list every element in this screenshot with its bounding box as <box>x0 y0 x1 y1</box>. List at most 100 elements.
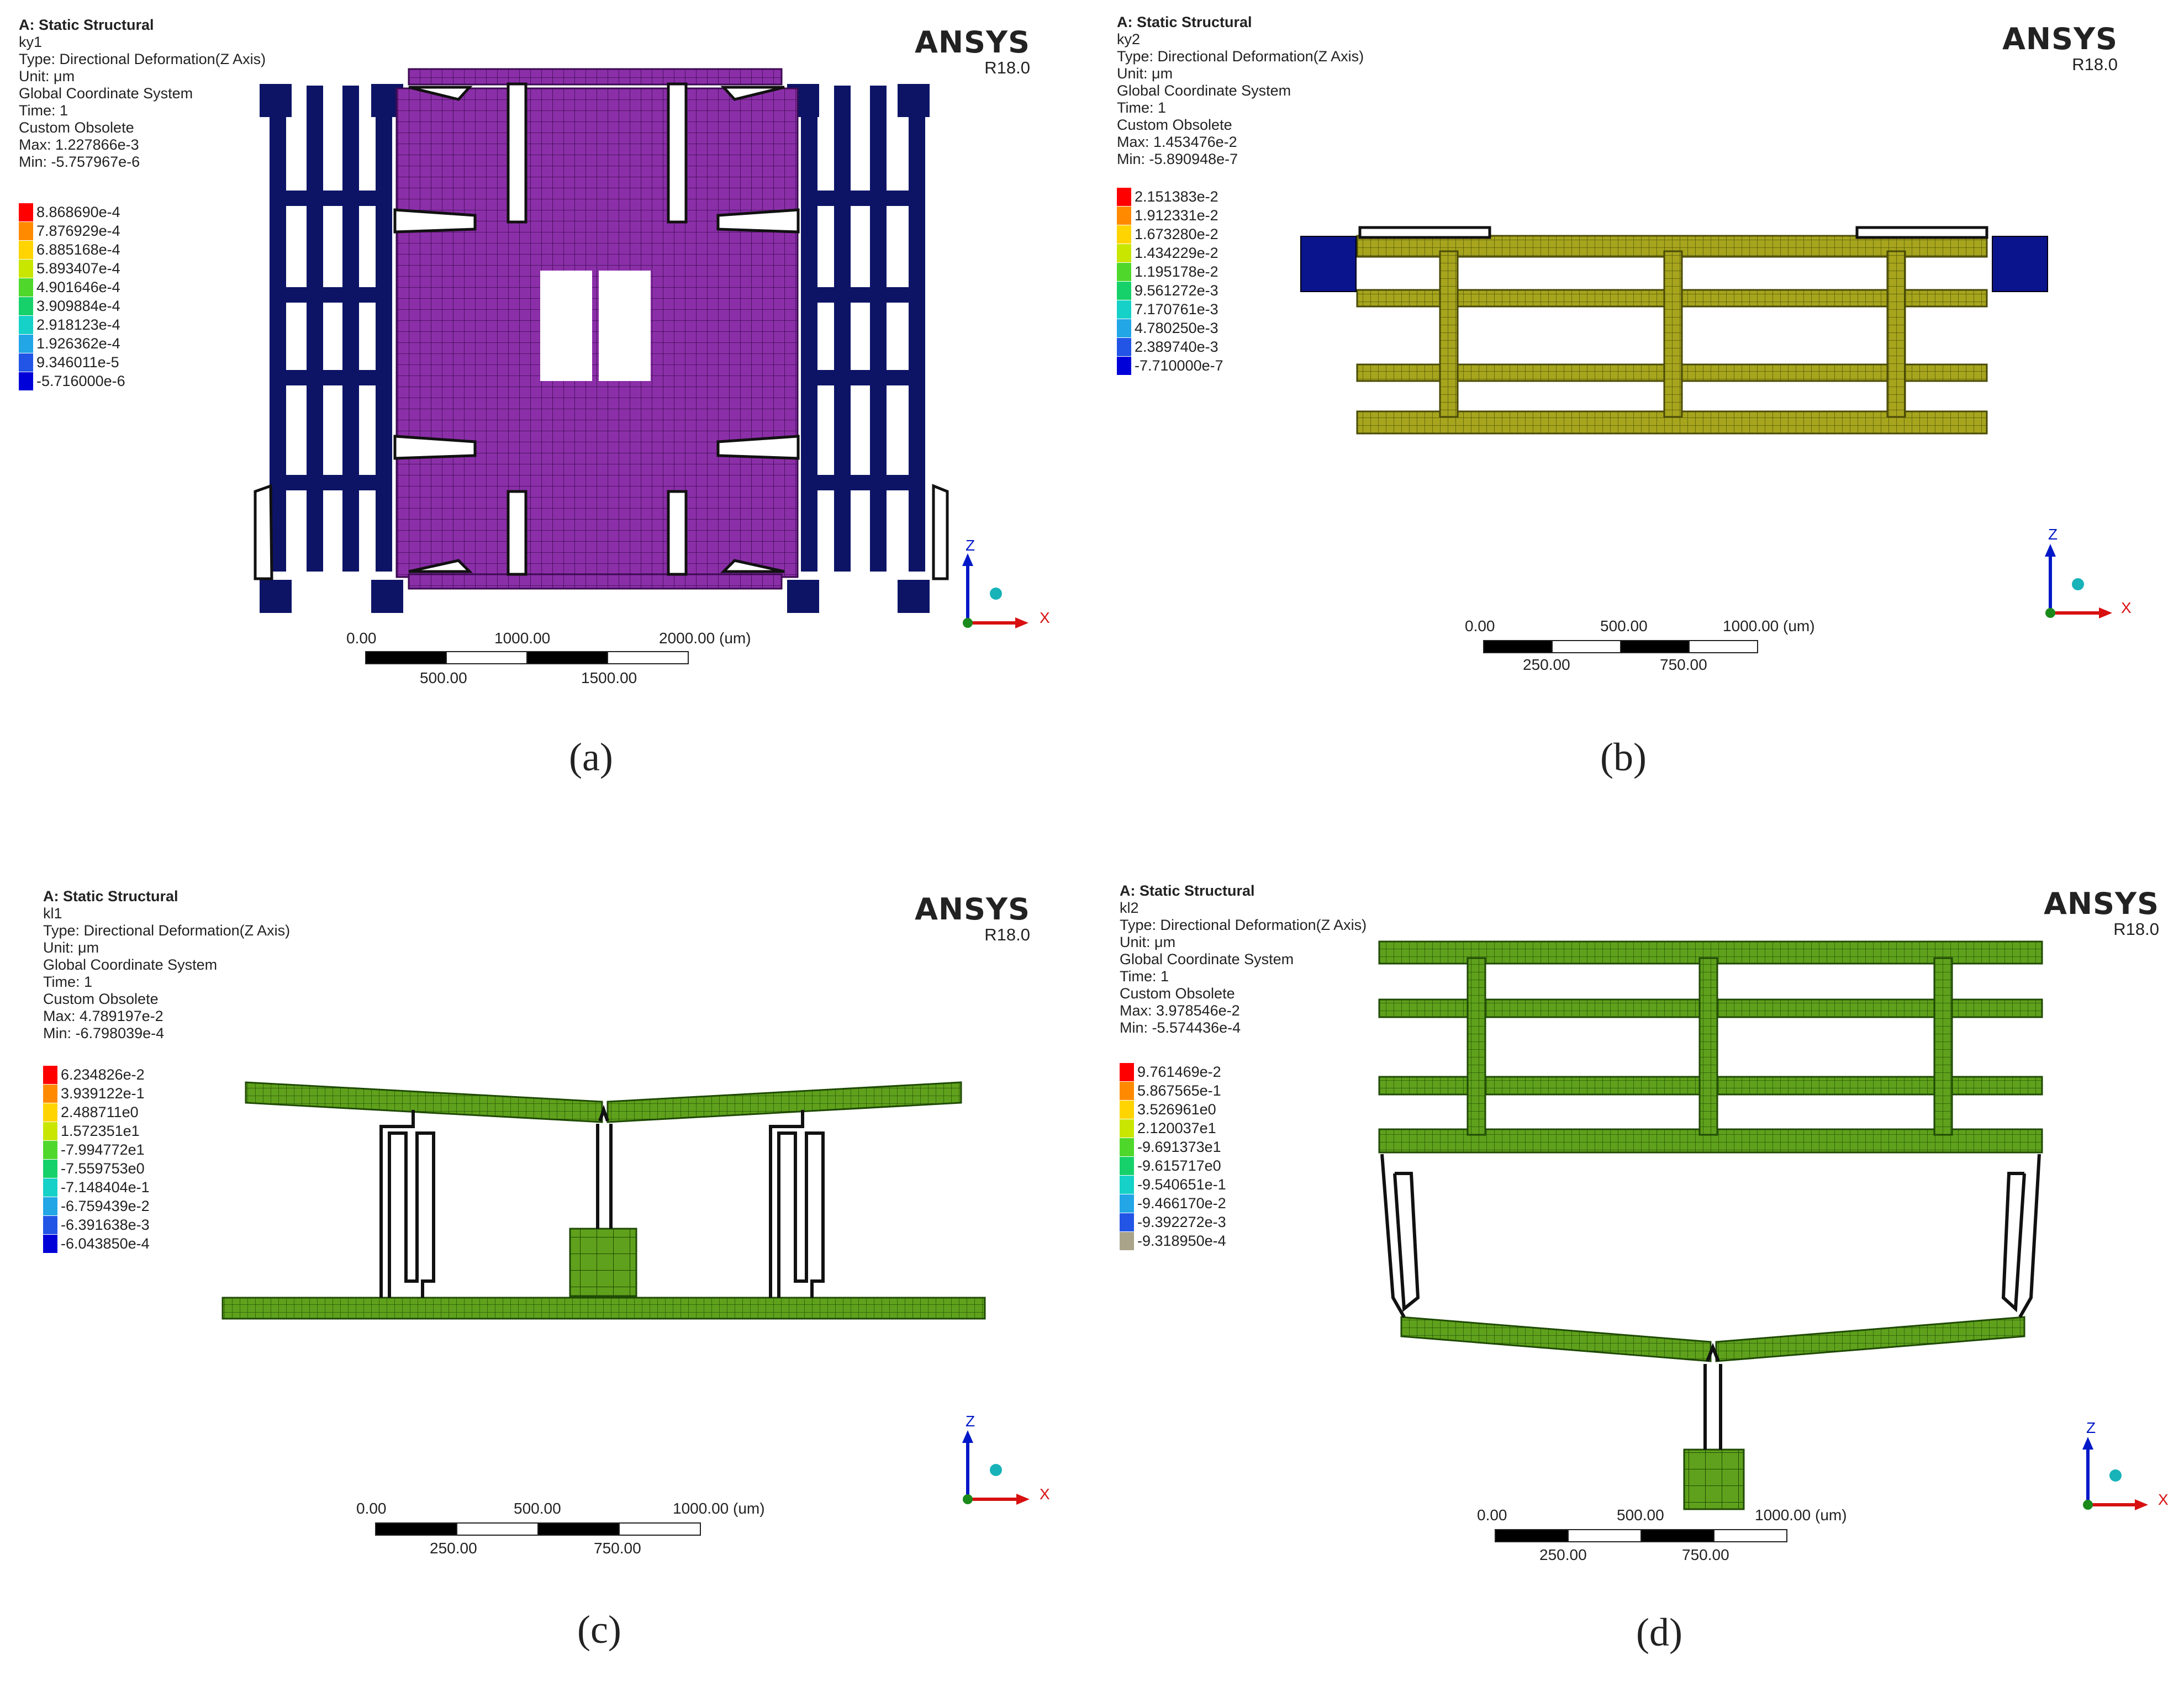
legend-value: 1.572351e1 <box>61 1123 140 1139</box>
legend-value: -5.716000e-6 <box>36 373 125 389</box>
coord-system: Global Coordinate System <box>43 956 218 973</box>
legend-value: -7.994772e1 <box>61 1141 145 1158</box>
result-unit: Unit: μm <box>43 939 99 956</box>
legend-swatch <box>1120 1232 1134 1250</box>
left-comb-frame <box>260 84 403 613</box>
legend-swatch <box>1117 225 1131 244</box>
custom-label: Custom Obsolete <box>43 991 159 1007</box>
green-beams <box>221 1081 986 1320</box>
result-unit: Unit: μm <box>1117 65 1173 82</box>
legend-swatch <box>43 1216 57 1234</box>
analysis-title: A: Static Structural <box>1117 14 1252 30</box>
result-name: kl1 <box>43 905 62 922</box>
legend-value: 6.885168e-4 <box>36 241 120 258</box>
scale-top-2: 2000.00 (um) <box>659 630 751 647</box>
axis-triad <box>962 1430 1030 1505</box>
legend-value: 1.926362e-4 <box>36 335 120 352</box>
caption-d: (d) <box>1636 1610 1682 1654</box>
coord-system: Global Coordinate System <box>1120 951 1294 967</box>
legend-swatch <box>19 222 33 240</box>
legend-value: -7.148404e-1 <box>61 1179 150 1196</box>
legend-swatch <box>1120 1176 1134 1194</box>
scale-bottom-0: 250.00 <box>1523 656 1570 673</box>
scale-top-0: 0.00 <box>1465 617 1495 634</box>
min-value: Min: -5.890948e-7 <box>1117 151 1238 167</box>
proof-mass <box>1683 1448 1745 1510</box>
max-value: Max: 1.227866e-3 <box>19 136 139 153</box>
result-unit: Unit: μm <box>19 68 75 84</box>
legend-value: -9.691373e1 <box>1137 1139 1221 1155</box>
scale-bottom-1: 750.00 <box>1682 1546 1729 1563</box>
scale-top-0: 0.00 <box>1477 1506 1507 1524</box>
scale-top-1: 1000.00 <box>494 630 551 647</box>
ansys-logo: ANSYS R18.0 <box>2002 22 2118 74</box>
legend-swatch <box>19 372 33 390</box>
time-value: Time: 1 <box>1120 968 1169 985</box>
scale-bottom-1: 1500.00 <box>581 669 637 686</box>
legend-value: 1.673280e-2 <box>1135 226 1218 242</box>
legend-value: 9.561272e-3 <box>1135 282 1218 299</box>
legend-swatch <box>1120 1157 1134 1175</box>
scale-top-2: 1000.00 (um) <box>673 1500 765 1517</box>
scale-bottom-0: 250.00 <box>430 1540 477 1557</box>
custom-label: Custom Obsolete <box>19 119 134 136</box>
legend-swatch <box>1117 338 1131 356</box>
scale-top-2: 1000.00 (um) <box>1723 617 1815 634</box>
result-type: Type: Directional Deformation(Z Axis) <box>1117 48 1364 65</box>
legend-swatch <box>43 1103 57 1122</box>
result-type: Type: Directional Deformation(Z Axis) <box>1120 917 1367 933</box>
custom-label: Custom Obsolete <box>1117 117 1232 133</box>
legend-value: -9.615717e0 <box>1137 1157 1221 1174</box>
legend-swatch <box>19 203 33 221</box>
legend-swatch <box>1120 1119 1134 1138</box>
legend-value: 4.780250e-3 <box>1135 320 1218 336</box>
legend-swatch <box>19 316 33 334</box>
min-value: Min: -5.757967e-6 <box>19 154 140 170</box>
scale-bottom-1: 750.00 <box>594 1540 641 1557</box>
serpentine-springs <box>254 82 949 580</box>
legend-value: 4.901646e-4 <box>36 279 120 295</box>
legend-value: 2.120037e1 <box>1137 1120 1216 1136</box>
legend-swatch <box>43 1197 57 1215</box>
legend-value: -7.710000e-7 <box>1135 357 1223 374</box>
info-block: A: Static Structural kl2 Type: Direction… <box>1120 882 1367 1036</box>
legend-value: 3.526961e0 <box>1137 1101 1216 1118</box>
scale-top-1: 500.00 <box>514 1500 561 1517</box>
legend-swatch <box>1117 319 1131 337</box>
scale-bar <box>1483 640 1758 653</box>
panel-b: A: Static Structural ky2 Type: Direction… <box>1092 0 2184 839</box>
legend-swatch <box>1117 207 1131 225</box>
legend-swatch <box>1120 1082 1134 1100</box>
time-value: Time: 1 <box>1117 99 1167 116</box>
scale-bottom-0: 500.00 <box>420 669 467 686</box>
legend-value: 1.195178e-2 <box>1135 263 1218 280</box>
scale-bar <box>365 651 689 664</box>
legend-value: -9.318950e-4 <box>1137 1233 1226 1249</box>
legend-value: -9.392272e-3 <box>1137 1214 1226 1230</box>
result-type: Type: Directional Deformation(Z Axis) <box>43 922 291 939</box>
legend-value: -9.540651e-1 <box>1137 1176 1226 1193</box>
legend-value: 5.867565e-1 <box>1137 1082 1221 1099</box>
ansys-logo: ANSYS R18.0 <box>915 892 1030 944</box>
legend-swatch <box>1120 1101 1134 1119</box>
legend-swatch <box>1120 1194 1134 1213</box>
max-value: Max: 3.978546e-2 <box>1120 1002 1240 1019</box>
panel-c: A: Static Structural kl1 Type: Direction… <box>0 856 1092 1687</box>
caption-a: (a) <box>569 735 613 779</box>
legend-value: 2.488711e0 <box>61 1104 139 1120</box>
info-block: A: Static Structural ky2 Type: Direction… <box>1117 14 1364 168</box>
olive-beam-frame <box>1356 235 1988 435</box>
scale-bottom-0: 250.00 <box>1539 1546 1587 1563</box>
legend-value: 3.909884e-4 <box>36 298 120 314</box>
legend-swatch <box>43 1178 57 1197</box>
panel-d: A: Static Structural kl2 Type: Direction… <box>1092 856 2184 1687</box>
legend-value: 1.434229e-2 <box>1135 245 1218 261</box>
model-view <box>1300 226 2112 653</box>
max-value: Max: 1.453476e-2 <box>1117 134 1237 150</box>
scale-bar <box>1495 1529 1787 1542</box>
spring-structures <box>1380 1154 2041 1450</box>
legend-value: -7.559753e0 <box>61 1160 145 1177</box>
right-comb-frame <box>787 84 930 613</box>
scale-top-0: 0.00 <box>346 630 377 647</box>
anchor-right <box>1992 236 2048 292</box>
